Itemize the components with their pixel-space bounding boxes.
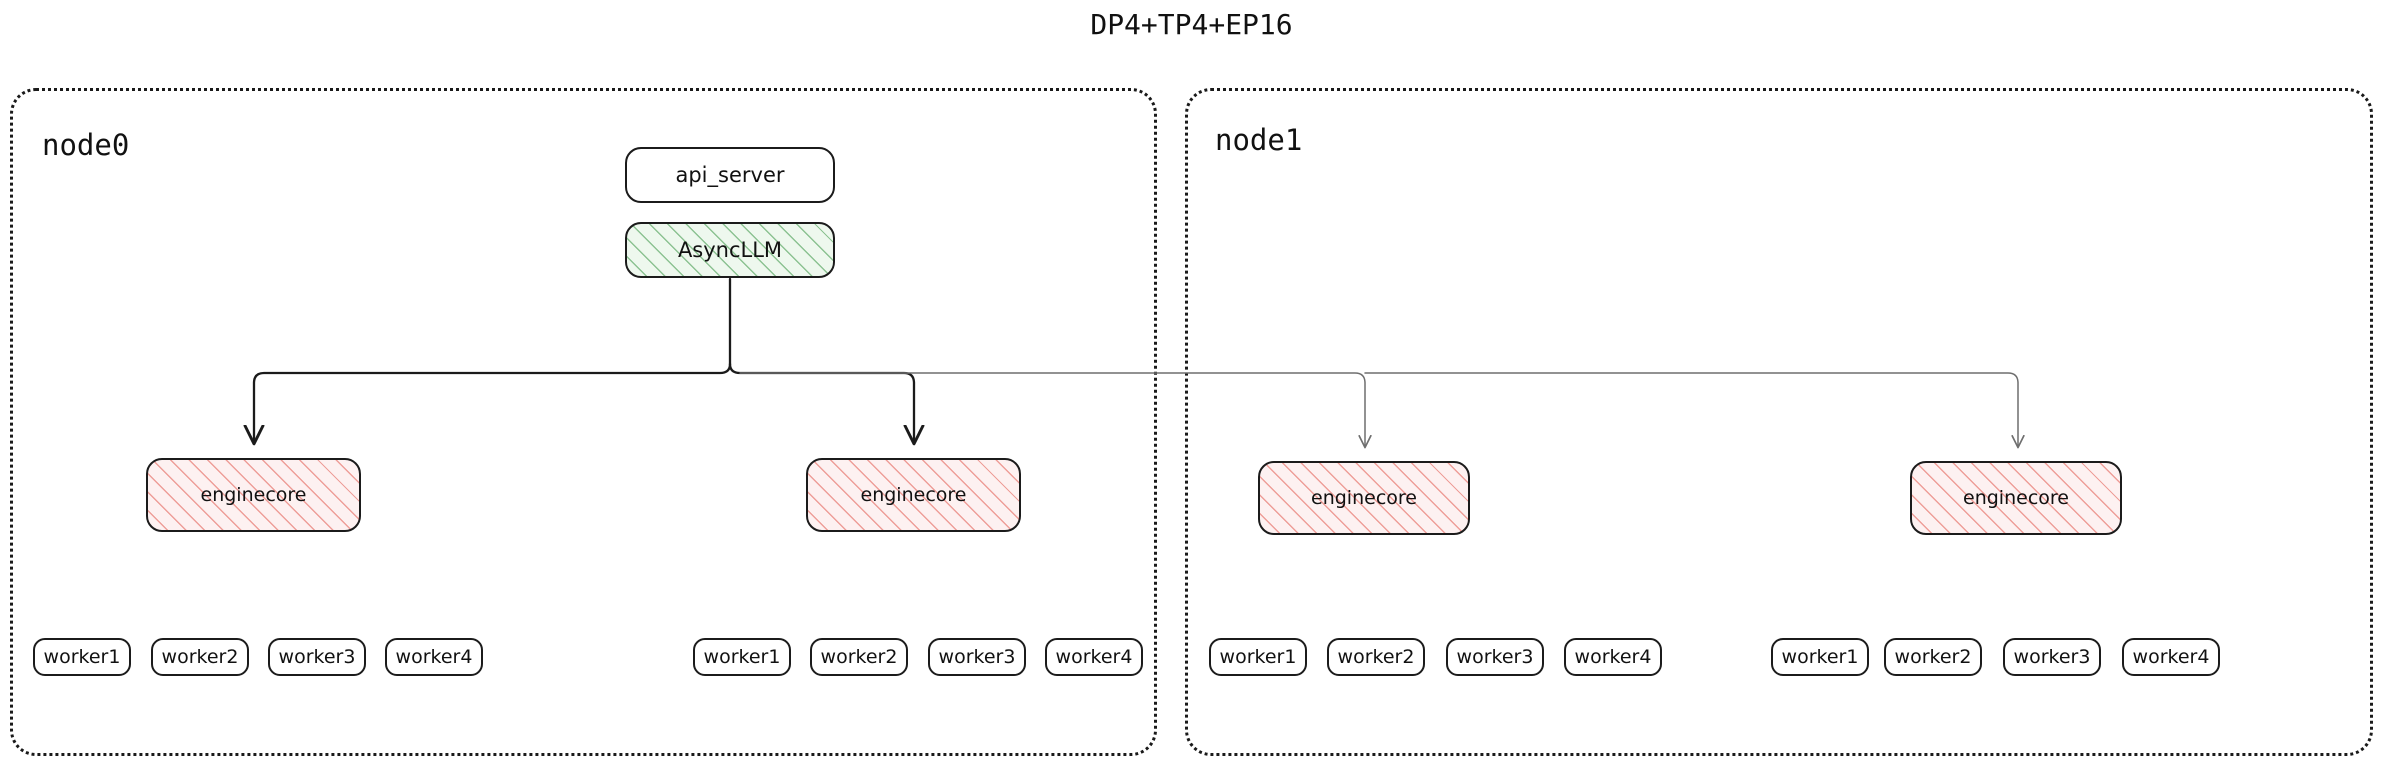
worker-box[interactable]: worker1 — [1209, 638, 1307, 676]
node-label-node0: node0 — [42, 128, 130, 162]
diagram-title: DP4+TP4+EP16 — [1090, 8, 1293, 41]
enginecore-box[interactable]: enginecore — [146, 458, 361, 532]
async-llm-box[interactable]: AsyncLLM — [625, 222, 835, 278]
worker-box[interactable]: worker3 — [2003, 638, 2101, 676]
node-label-node1: node1 — [1215, 123, 1303, 157]
worker-box[interactable]: worker2 — [810, 638, 908, 676]
worker-box[interactable]: worker3 — [1446, 638, 1544, 676]
api-server-box[interactable]: api_server — [625, 147, 835, 203]
worker-box[interactable]: worker3 — [928, 638, 1026, 676]
worker-box[interactable]: worker2 — [151, 638, 249, 676]
worker-box[interactable]: worker4 — [1564, 638, 1662, 676]
worker-box[interactable]: worker4 — [2122, 638, 2220, 676]
worker-box[interactable]: worker2 — [1327, 638, 1425, 676]
worker-box[interactable]: worker3 — [268, 638, 366, 676]
worker-box[interactable]: worker1 — [33, 638, 131, 676]
worker-box[interactable]: worker4 — [1045, 638, 1143, 676]
worker-box[interactable]: worker2 — [1884, 638, 1982, 676]
worker-box[interactable]: worker4 — [385, 638, 483, 676]
worker-box[interactable]: worker1 — [1771, 638, 1869, 676]
enginecore-box[interactable]: enginecore — [1258, 461, 1470, 535]
enginecore-box[interactable]: enginecore — [1910, 461, 2122, 535]
enginecore-box[interactable]: enginecore — [806, 458, 1021, 532]
worker-box[interactable]: worker1 — [693, 638, 791, 676]
